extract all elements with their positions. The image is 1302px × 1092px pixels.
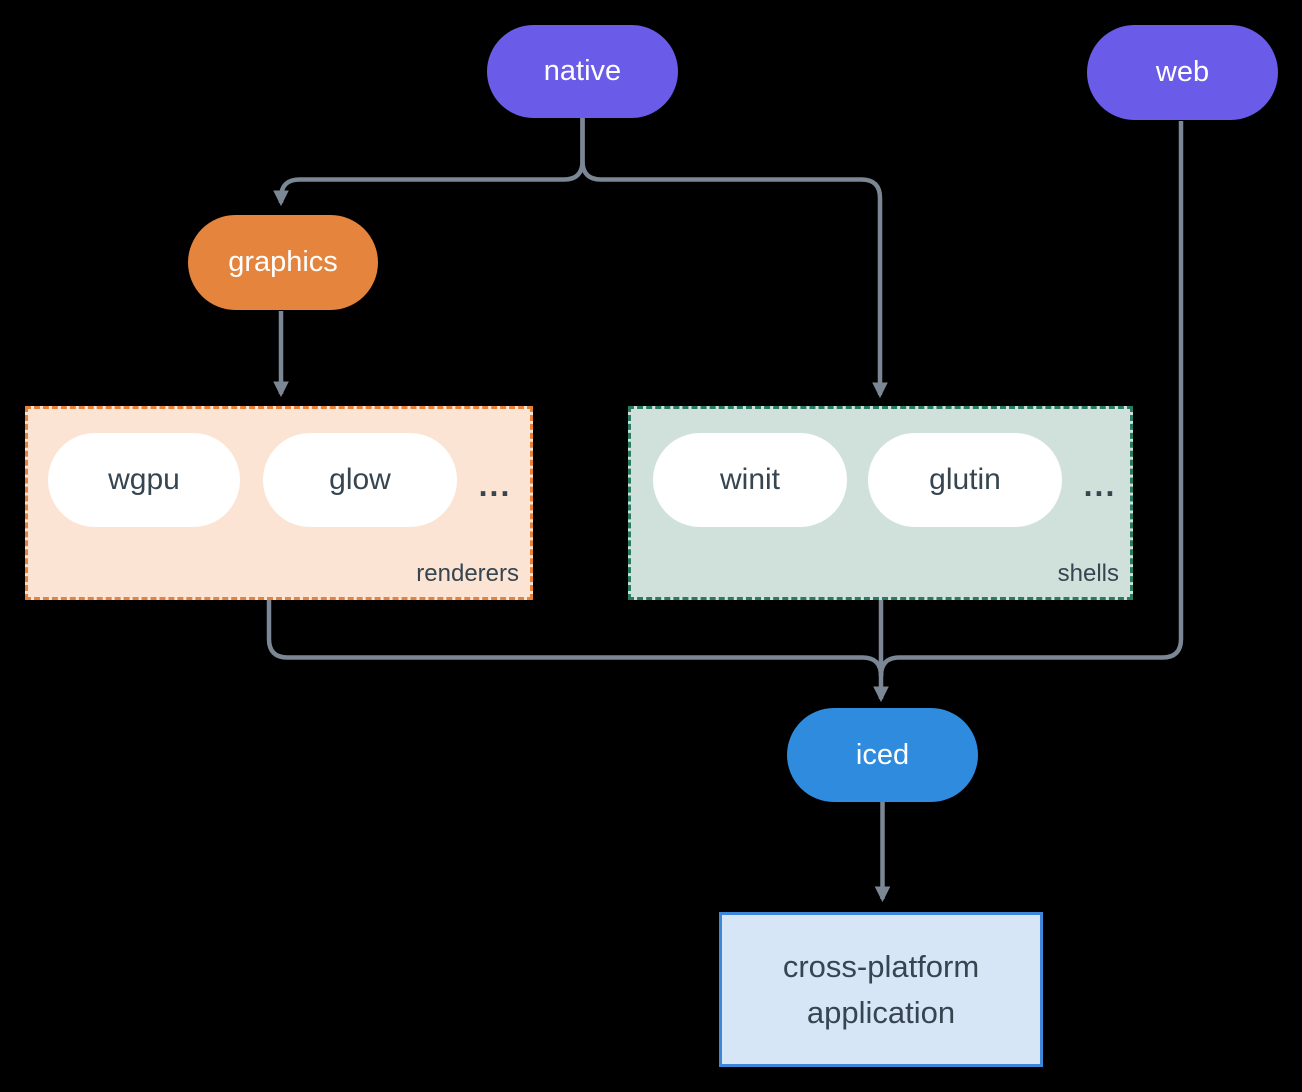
renderers-ellipsis: ... <box>478 466 512 503</box>
node-native: native <box>487 25 678 118</box>
edge-renderers-merge <box>266 600 884 677</box>
app-label-line1: cross-platform <box>782 948 980 984</box>
edge-native-graphics <box>273 118 585 207</box>
shells-group-label: shells <box>1057 560 1119 587</box>
renderers-group-label: renderers <box>416 560 519 587</box>
edge-native-shells <box>580 118 888 399</box>
group-shells: winit glutin ... shells <box>628 406 1133 600</box>
node-wgpu: wgpu <box>48 433 240 527</box>
node-web: web <box>1087 25 1278 120</box>
node-graphics: graphics <box>188 215 378 310</box>
node-glow: glow <box>263 433 457 527</box>
node-cross-platform-application: cross-platform application <box>719 912 1043 1067</box>
node-winit: winit <box>653 433 847 527</box>
node-glutin: glutin <box>868 433 1062 527</box>
group-renderers: wgpu glow ... renderers <box>25 406 533 600</box>
shells-ellipsis: ... <box>1083 466 1117 503</box>
node-iced: iced <box>787 708 978 802</box>
app-label-line2: application <box>806 994 956 1030</box>
